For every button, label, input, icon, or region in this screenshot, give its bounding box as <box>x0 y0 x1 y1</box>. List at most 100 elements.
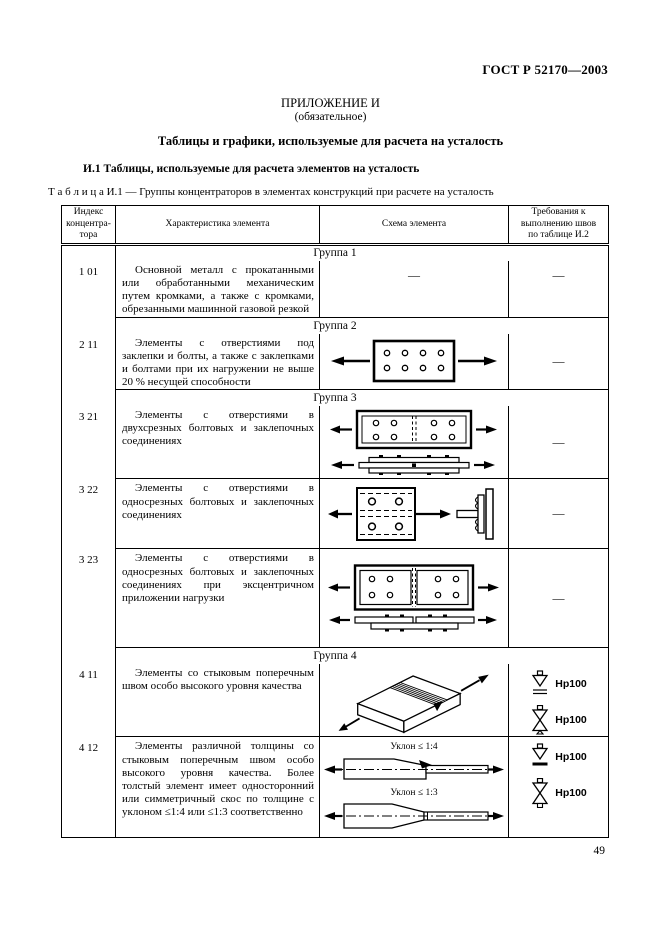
description-text: Элементы с отверстиями в односрезных бол… <box>122 482 314 521</box>
index-cell: 4 12 <box>61 736 116 839</box>
header-scheme-label: Схема элемента <box>381 218 447 229</box>
requirements-cell: Нр100 Нр100 <box>508 663 609 737</box>
table-row: 2 11 Элементы с отверстиями под заклепки… <box>61 333 609 390</box>
group-label: Группа 1 <box>313 247 357 260</box>
group-label-cell: Группа 1 <box>115 244 609 261</box>
index-cell: 4 11 <box>61 663 116 737</box>
taper-1-3-figure: Уклон ≤ 1:3 <box>322 788 507 833</box>
weld-control-symbol-icon <box>532 743 549 766</box>
group-row: Группа 1 <box>61 244 609 261</box>
slope-label: Уклон ≤ 1:3 <box>390 787 438 798</box>
header-characteristic-label: Характеристика элемента <box>165 218 270 229</box>
scheme-cell <box>319 333 509 390</box>
index-cell: 3 23 <box>61 548 116 648</box>
description-text: Элементы различной толщины со стыковым п… <box>122 740 314 819</box>
no-requirement-dash: — <box>552 506 565 521</box>
table-row: 3 23 Элементы с отверстиями в односрезны… <box>61 548 609 648</box>
no-requirement-dash: — <box>552 590 565 605</box>
requirements-cell: Нр100 Нр100 <box>508 736 609 839</box>
header-characteristic: Характеристика элемента <box>115 205 320 246</box>
table-row: 4 11 Элементы со стыковым поперечным шво… <box>61 663 609 737</box>
weld-control-symbol-icon <box>532 670 549 694</box>
description-cell: Элементы с отверстиями в односрезных бол… <box>115 548 320 648</box>
table-row: 1 01 Основной металл с прокатанными или … <box>61 260 609 318</box>
index-cell: 3 22 <box>61 478 116 549</box>
scheme-cell <box>319 405 509 479</box>
section-heading: И.1 Таблицы, используемые для расчета эл… <box>83 163 420 175</box>
header-requirements: Требования к выполнению швов по таблице … <box>508 205 609 246</box>
weld-requirement: Нр100 <box>530 704 587 735</box>
weld-requirement-label: Нр100 <box>555 787 587 800</box>
weld-requirement: Нр100 <box>530 778 587 809</box>
slope-label: Уклон ≤ 1:4 <box>390 741 438 752</box>
description-cell: Основной металл с прокатанными или обраб… <box>115 260 320 318</box>
description-cell: Элементы со стыковым поперечным швом осо… <box>115 663 320 737</box>
header-index-label: Индекс концентра- тора <box>66 207 111 241</box>
group-index-spacer <box>61 244 116 261</box>
scheme-cell: — <box>319 260 509 318</box>
scheme-cell <box>319 548 509 648</box>
riveted-plate-diagram <box>331 340 497 383</box>
group-row: Группа 3 <box>61 389 609 406</box>
scheme-cell <box>319 478 509 549</box>
header-scheme: Схема элемента <box>319 205 509 246</box>
one-sided-taper-diagram <box>323 758 504 780</box>
page-number: 49 <box>593 845 606 857</box>
weld-requirement-label: Нр100 <box>555 713 587 726</box>
requirements-cell: — <box>508 548 609 648</box>
group-index-spacer <box>61 647 116 664</box>
scheme-cell: Уклон ≤ 1:4 Уклон ≤ <box>319 736 509 839</box>
requirements-cell: — <box>508 405 609 479</box>
description-cell: Элементы с отверстиями в двухсрезных бол… <box>115 405 320 479</box>
table-caption: Т а б л и ц а И.1 — Группы концентраторо… <box>48 186 494 198</box>
no-scheme-dash: — <box>408 267 420 282</box>
description-cell: Элементы с отверстиями под заклепки и бо… <box>115 333 320 390</box>
index-cell: 1 01 <box>61 260 116 318</box>
weld-control-symbol-icon <box>531 778 549 809</box>
group-label: Группа 4 <box>313 650 357 663</box>
no-requirement-dash: — <box>552 434 565 449</box>
single-shear-joint-diagram <box>327 486 494 541</box>
weld-control-symbol-icon <box>531 704 549 735</box>
symmetric-taper-diagram <box>323 803 504 829</box>
weld-requirement-label: Нр100 <box>555 751 587 764</box>
group-index-spacer <box>61 389 116 406</box>
description-text: Элементы с отверстиями в двухсрезных бол… <box>122 408 314 448</box>
no-requirement-dash: — <box>552 353 565 368</box>
table-row: 4 12 Элементы различной толщины со стыко… <box>61 736 609 839</box>
weld-requirement: Нр100 <box>530 670 587 698</box>
header-index: Индекс концентра- тора <box>61 205 116 246</box>
group-label: Группа 3 <box>313 392 357 405</box>
weld-requirement: Нр100 <box>530 743 587 771</box>
description-text: Элементы со стыковым поперечным швом осо… <box>122 666 314 693</box>
appendix-subtitle: (обязательное) <box>294 111 367 123</box>
group-index-spacer <box>61 317 116 334</box>
requirements-cell: — <box>508 260 609 318</box>
index-cell: 3 21 <box>61 405 116 479</box>
double-shear-joint-diagram <box>330 409 497 476</box>
description-text: Основной металл с прокатанными или обраб… <box>122 263 314 316</box>
description-cell: Элементы с отверстиями в односрезных бол… <box>115 478 320 549</box>
requirements-cell: — <box>508 478 609 549</box>
header-requirements-label: Требования к выполнению швов по таблице … <box>520 207 597 241</box>
description-text: Элементы с отверстиями под заклепки и бо… <box>122 336 314 389</box>
description-cell: Элементы различной толщины со стыковым п… <box>115 736 320 839</box>
table-row: 3 22 Элементы с отверстиями в односрезны… <box>61 478 609 549</box>
standard-code: ГОСТ Р 52170—2003 <box>482 62 608 77</box>
eccentric-lap-joint-diagram <box>327 564 499 632</box>
description-text: Элементы с отверстиями в односрезных бол… <box>122 552 314 604</box>
group-label-cell: Группа 3 <box>115 389 609 406</box>
concentrator-groups-table: Индекс концентра- тора Характеристика эл… <box>61 205 609 839</box>
butt-weld-plate-diagram <box>338 674 489 734</box>
appendix-title: ПРИЛОЖЕНИЕ И <box>281 96 380 110</box>
weld-requirement-label: Нр100 <box>555 677 587 690</box>
group-label-cell: Группа 4 <box>115 647 609 664</box>
group-label-cell: Группа 2 <box>115 317 609 334</box>
taper-1-4-figure: Уклон ≤ 1:4 <box>322 742 507 785</box>
no-requirement-dash: — <box>552 267 565 282</box>
requirements-cell: — <box>508 333 609 390</box>
table-header-row: Индекс концентра- тора Характеристика эл… <box>61 205 609 246</box>
table-row: 3 21 Элементы с отверстиями в двухсрезны… <box>61 405 609 479</box>
group-label: Группа 2 <box>313 319 357 332</box>
